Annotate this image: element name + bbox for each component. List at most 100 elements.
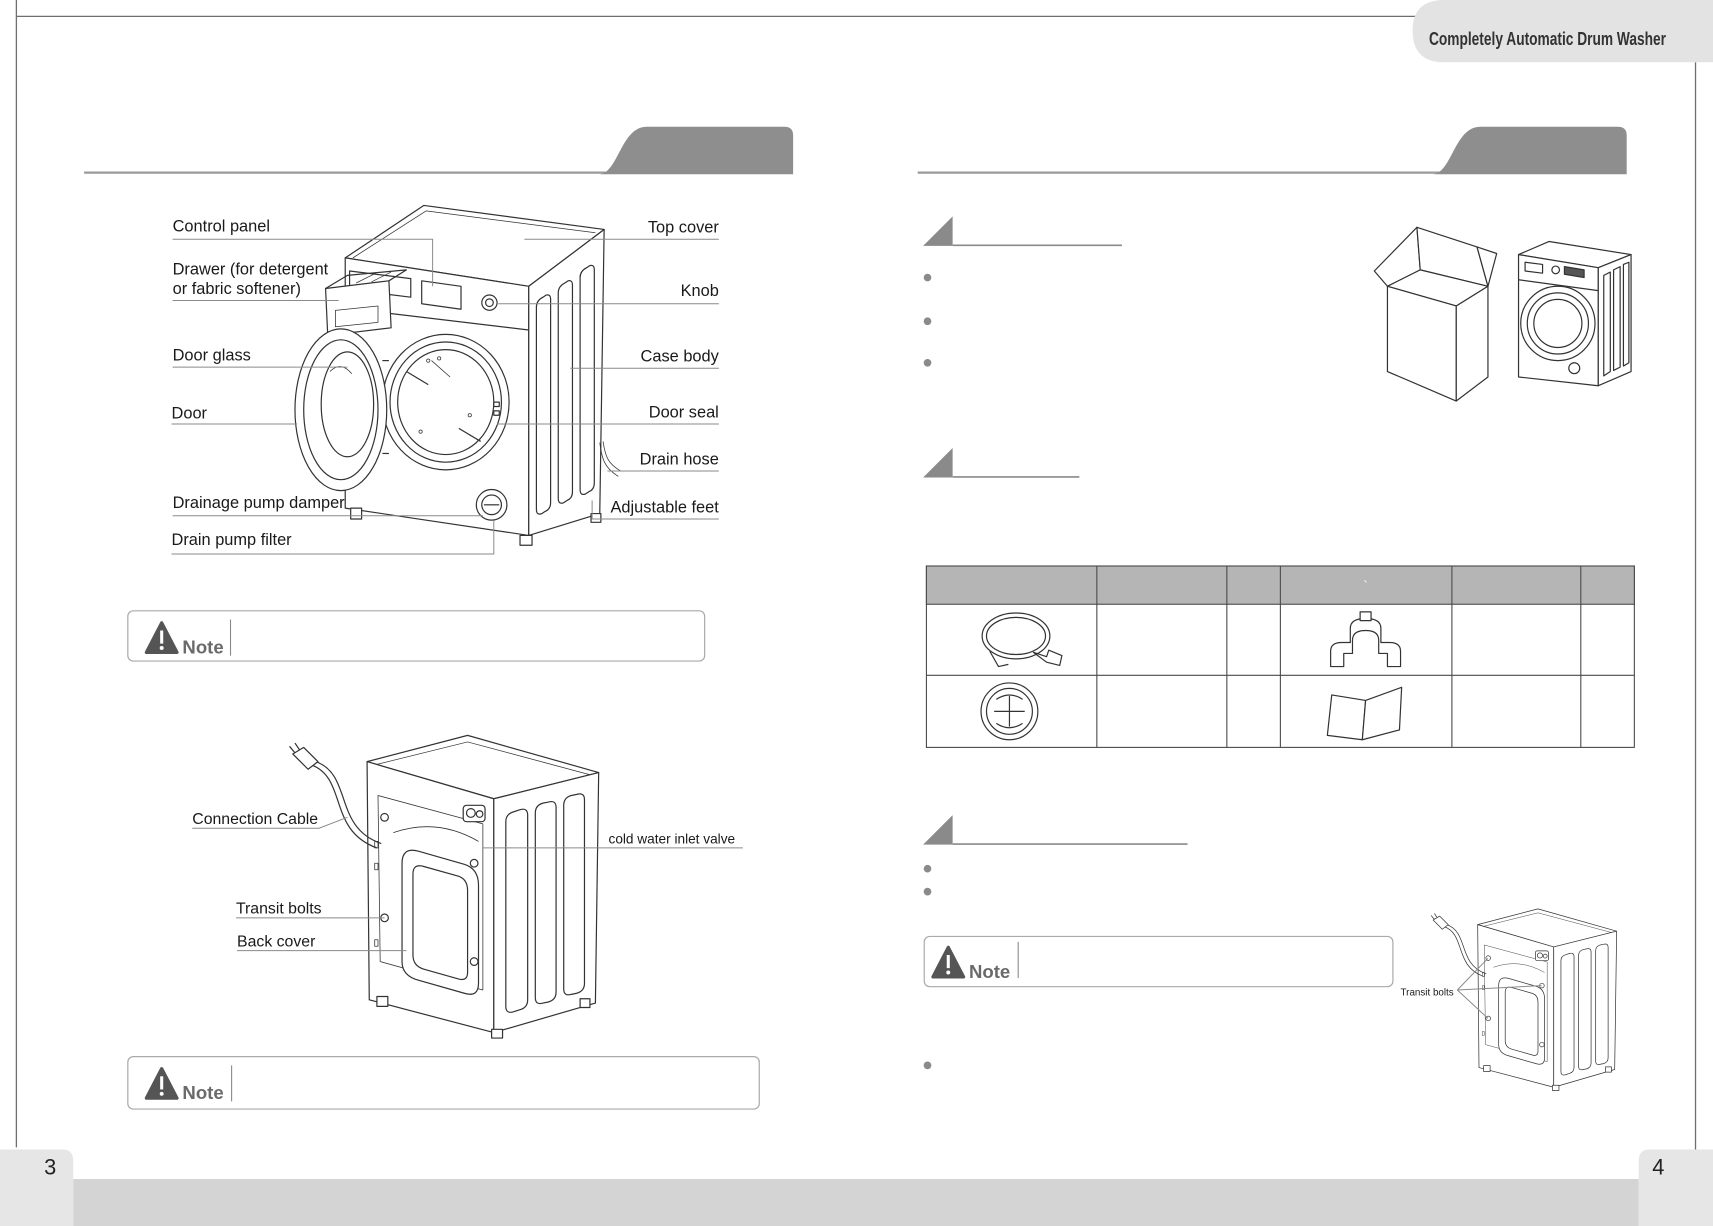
header-tab-shape bbox=[1412, 0, 1713, 63]
label-top-cover: Top cover bbox=[648, 219, 720, 237]
small-washer-knob bbox=[1551, 265, 1561, 275]
knob-center bbox=[485, 298, 494, 308]
door-glass bbox=[320, 351, 375, 458]
note-label: Note bbox=[969, 961, 1010, 982]
warning-exclamation bbox=[946, 955, 950, 969]
label-cold-water-inlet-valve: cold water inlet valve bbox=[609, 832, 736, 847]
small-washer-door-glass bbox=[1533, 298, 1583, 349]
warning-dot bbox=[159, 1091, 164, 1096]
inlet-hose-icon bbox=[981, 612, 1063, 668]
drain-hose bbox=[599, 442, 619, 477]
drum-hole bbox=[418, 429, 423, 434]
hose-coil-outer bbox=[981, 612, 1051, 660]
label-case-body: Case body bbox=[641, 348, 720, 366]
note-box-1: Note bbox=[127, 610, 706, 662]
label-knob: Knob bbox=[681, 282, 719, 300]
small-washer-side-recess bbox=[1603, 271, 1611, 377]
bullet bbox=[923, 887, 932, 896]
accessories-table: ` bbox=[925, 565, 1635, 748]
drum-hole bbox=[426, 358, 431, 363]
leader-pump-filter bbox=[171, 520, 495, 555]
bullet bbox=[923, 864, 932, 873]
warning-dot bbox=[159, 645, 164, 650]
section-tab bbox=[598, 126, 794, 175]
subsection-triangle bbox=[923, 448, 953, 478]
small-washer-filter bbox=[1568, 362, 1581, 375]
subsection-marker-2 bbox=[923, 448, 1080, 478]
bracket-clip bbox=[1359, 611, 1372, 622]
back-diagram-labels: Connection Cable cold water inlet valve … bbox=[192, 811, 735, 950]
book-right-page bbox=[1361, 686, 1403, 741]
drum-hole bbox=[437, 356, 442, 361]
leader-bolt bbox=[1457, 989, 1489, 1019]
footer-band bbox=[73, 1179, 1639, 1226]
side-panel-recess bbox=[557, 280, 574, 504]
door-lock bbox=[493, 410, 500, 416]
label-drawer-line2: or fabric softener) bbox=[173, 280, 301, 298]
plug-rib bbox=[996, 722, 1023, 729]
warning-dot bbox=[946, 970, 951, 975]
box-flap-right bbox=[1476, 246, 1498, 287]
note-box-2: Note bbox=[127, 1056, 760, 1110]
subsection-triangle bbox=[923, 216, 953, 246]
section-header-left bbox=[84, 126, 794, 175]
adjustable-foot bbox=[519, 534, 533, 546]
table-header-mark: ` bbox=[1363, 578, 1367, 593]
bullet bbox=[923, 273, 932, 282]
page-number-right: 4 bbox=[1652, 1155, 1664, 1180]
note-frame bbox=[923, 935, 1394, 988]
small-washer-side-recess bbox=[1612, 266, 1621, 372]
label-transit-bolts: Transit bolts bbox=[236, 900, 322, 917]
bracket-shape bbox=[1330, 617, 1402, 668]
top-cover-edge bbox=[352, 210, 596, 259]
warning-icon bbox=[144, 1067, 179, 1100]
label-door: Door bbox=[172, 404, 208, 422]
footer: 3 4 bbox=[0, 1149, 1713, 1226]
small-washer-drawer bbox=[1524, 261, 1544, 274]
door-glass-shine bbox=[329, 366, 353, 374]
label-transit-bolts-small: Transit bolts bbox=[1401, 987, 1454, 998]
label-connection-cable: Connection Cable bbox=[192, 811, 318, 828]
drawer-top bbox=[325, 269, 408, 289]
bullet bbox=[923, 317, 932, 326]
hose-bend-support-icon bbox=[1330, 611, 1402, 668]
label-door-glass: Door glass bbox=[173, 347, 251, 365]
note-label: Note bbox=[182, 1082, 223, 1103]
label-door-seal: Door seal bbox=[649, 403, 719, 421]
page-tab-right bbox=[1638, 1149, 1713, 1226]
header-tab: Completely Automatic Drum Washer bbox=[1412, 0, 1713, 63]
bullet bbox=[923, 1061, 932, 1070]
warning-exclamation bbox=[160, 1076, 164, 1090]
drain-hose-edge bbox=[602, 441, 621, 472]
leader-bolt bbox=[1457, 985, 1542, 991]
drum-paddle bbox=[406, 370, 429, 386]
label-drain-hose: Drain hose bbox=[640, 450, 719, 468]
leader-adjustable-feet bbox=[591, 500, 719, 520]
note-frame bbox=[127, 610, 706, 662]
label-drawer-line1: Drawer (for detergent bbox=[173, 260, 329, 278]
note-label: Note bbox=[182, 636, 223, 657]
section-header-right bbox=[917, 126, 1627, 175]
small-washer-side-recess bbox=[1622, 261, 1630, 367]
hose-end bbox=[989, 650, 1009, 668]
section-tab bbox=[1432, 126, 1627, 175]
adjustable-foot bbox=[350, 507, 363, 520]
adjustable-foot bbox=[590, 512, 602, 523]
bullet bbox=[923, 358, 932, 367]
subsection-marker-3 bbox=[923, 815, 1188, 845]
book-left-page bbox=[1326, 694, 1367, 741]
small-washer-panel-edge bbox=[1518, 279, 1599, 292]
label-control-panel: Control panel bbox=[173, 218, 270, 236]
user-manual-icon bbox=[1326, 686, 1403, 741]
warning-exclamation bbox=[160, 630, 164, 644]
drum bbox=[397, 349, 495, 456]
page-tab-left bbox=[0, 1149, 74, 1226]
header-title: Completely Automatic Drum Washer bbox=[1429, 28, 1666, 49]
drum-paddle bbox=[431, 360, 451, 378]
small-washer-display bbox=[1563, 266, 1585, 279]
leader-connection-cable bbox=[192, 816, 348, 829]
back-leader-lines bbox=[192, 816, 743, 952]
hose-coil-inner bbox=[985, 616, 1047, 656]
note-frame bbox=[127, 1056, 760, 1110]
